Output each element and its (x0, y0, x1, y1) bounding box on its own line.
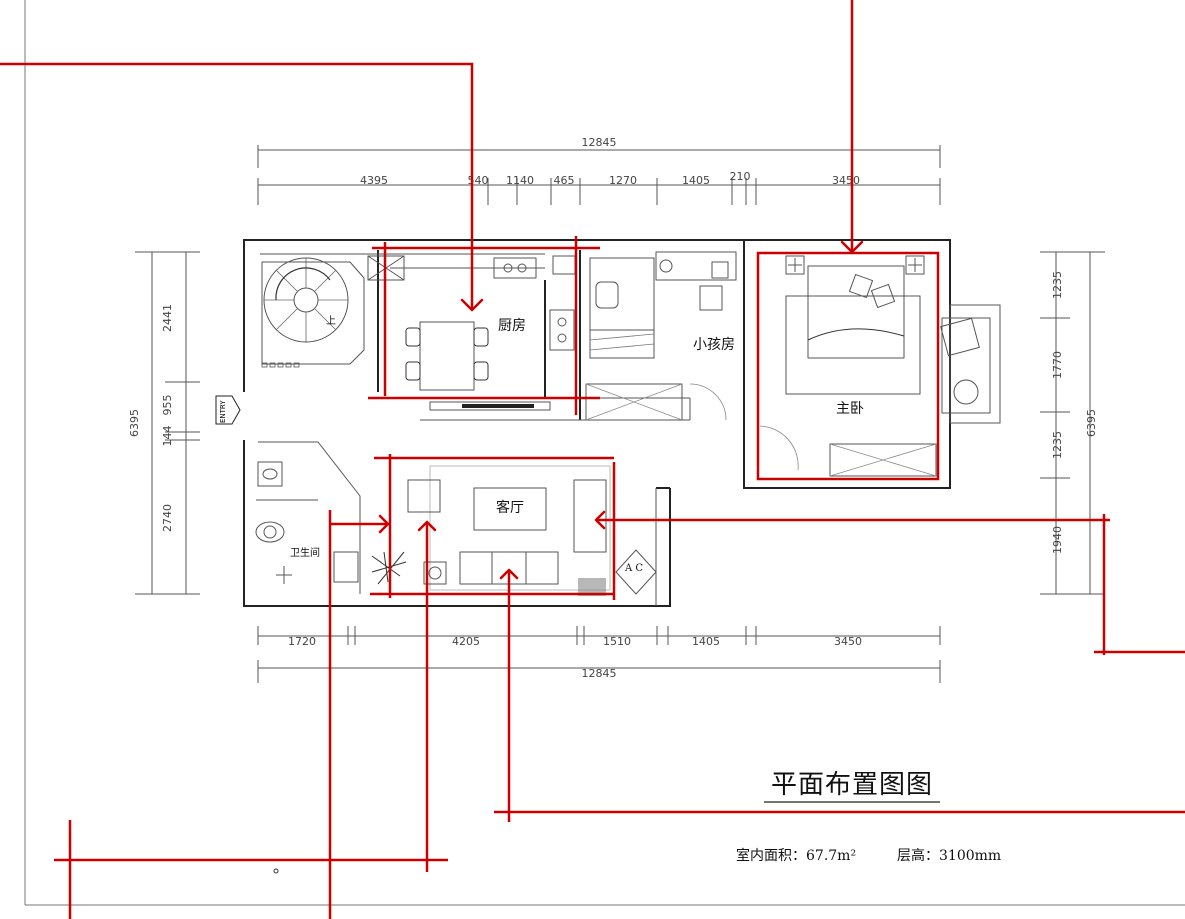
dim-right-4: 1940 (1051, 526, 1064, 554)
dim-right-1: 1235 (1051, 271, 1064, 299)
dim-top-7: 210 (730, 170, 751, 183)
dim-top-1: 4395 (360, 174, 388, 187)
dim-left-1: 2441 (161, 304, 174, 332)
dim-bottom-1: 1720 (288, 635, 316, 648)
dim-top-3: 1140 (506, 174, 534, 187)
dim-right-total: 6395 (1085, 409, 1098, 437)
dim-top-5: 1270 (609, 174, 637, 187)
dim-top-2: 540 (468, 174, 489, 187)
dim-bottom-total: 12845 (582, 667, 617, 680)
dimension-labels: 12845 4395 540 1140 465 1270 1405 210 34… (128, 136, 1098, 680)
area-info: 室内面积：67.7m² (736, 847, 856, 864)
dim-bottom-4: 1405 (692, 635, 720, 648)
living-room-label: 客厅 (496, 499, 524, 516)
bathroom-label: 卫生间 (290, 546, 320, 559)
dim-top-6: 1405 (682, 174, 710, 187)
dim-bottom-5: 3450 (834, 635, 862, 648)
tv-cabinet (429, 401, 551, 411)
entrance-label: ENTRY (219, 400, 227, 423)
height-info: 层高：3100mm (897, 847, 1001, 864)
dim-left-4: 2740 (161, 504, 174, 532)
bathroom: 卫生间 (255, 461, 359, 584)
dim-top-4: 465 (554, 174, 575, 187)
dim-left-2: 955 (161, 395, 174, 416)
living-room: 客厅 A C (371, 465, 657, 596)
dim-right-3: 1235 (1051, 431, 1064, 459)
dim-top-total: 12845 (582, 136, 617, 149)
sheet-border (24, 0, 1185, 906)
ac-label: A C (624, 563, 643, 574)
kitchen-label: 厨房 (498, 318, 526, 334)
kitchen-appliances (493, 255, 576, 351)
title-block: 平面布置图图 室内面积：67.7m² 层高：3100mm (273, 770, 1001, 874)
entrance-marker: ENTRY (215, 395, 241, 425)
dimension-lines (135, 145, 1105, 683)
plan-title: 平面布置图图 (771, 770, 933, 800)
master-bedroom-label: 主卧 (836, 401, 864, 417)
spiral-stair: 上 (261, 257, 365, 368)
walls (243, 239, 1001, 607)
dim-top-8: 3450 (832, 174, 860, 187)
kids-room-label: 小孩房 (693, 337, 735, 353)
kids-room: 小孩房 (585, 251, 737, 421)
stair-up-label: 上 (326, 315, 336, 327)
dim-left-total: 6395 (128, 409, 141, 437)
dim-bottom-2: 4205 (452, 635, 480, 648)
dining-table: 厨房 (405, 318, 526, 391)
dim-bottom-3: 1510 (603, 635, 631, 648)
master-bedroom: 主卧 (759, 255, 980, 477)
dim-right-2: 1770 (1051, 351, 1064, 379)
dim-left-3: 144 (161, 426, 174, 447)
